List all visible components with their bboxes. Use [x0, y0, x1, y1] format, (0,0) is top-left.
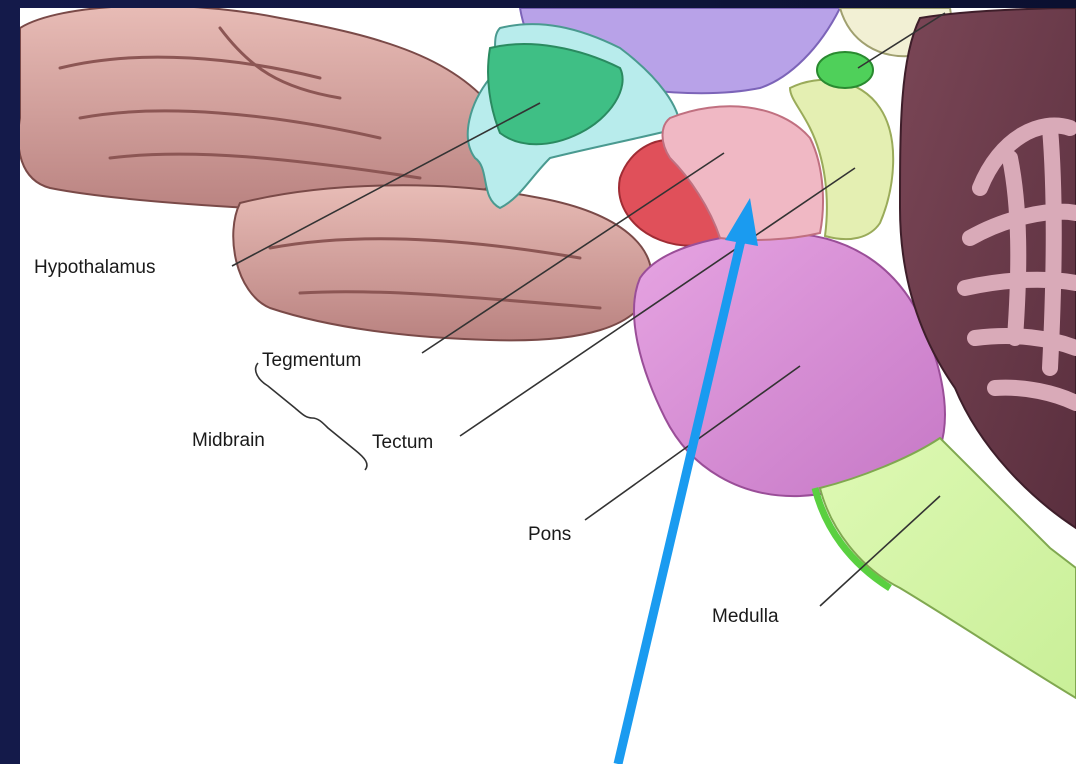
label-pons: Pons — [528, 524, 571, 545]
label-tectum: Tectum — [372, 432, 433, 453]
pons-region — [634, 233, 945, 496]
temporal-lobe — [233, 185, 651, 340]
cortex-lobe — [20, 8, 506, 214]
label-tegmentum: Tegmentum — [262, 350, 361, 371]
brain-diagram-panel: Hypothalamus Tegmentum Midbrain Tectum P… — [20, 8, 1076, 764]
label-midbrain: Midbrain — [192, 430, 265, 451]
label-medulla: Medulla — [712, 606, 779, 627]
midbrain-brace — [256, 363, 367, 470]
label-hypothalamus: Hypothalamus — [34, 257, 155, 278]
pineal-body — [817, 52, 873, 88]
brain-illustration: Hypothalamus Tegmentum Midbrain Tectum P… — [20, 8, 1076, 764]
